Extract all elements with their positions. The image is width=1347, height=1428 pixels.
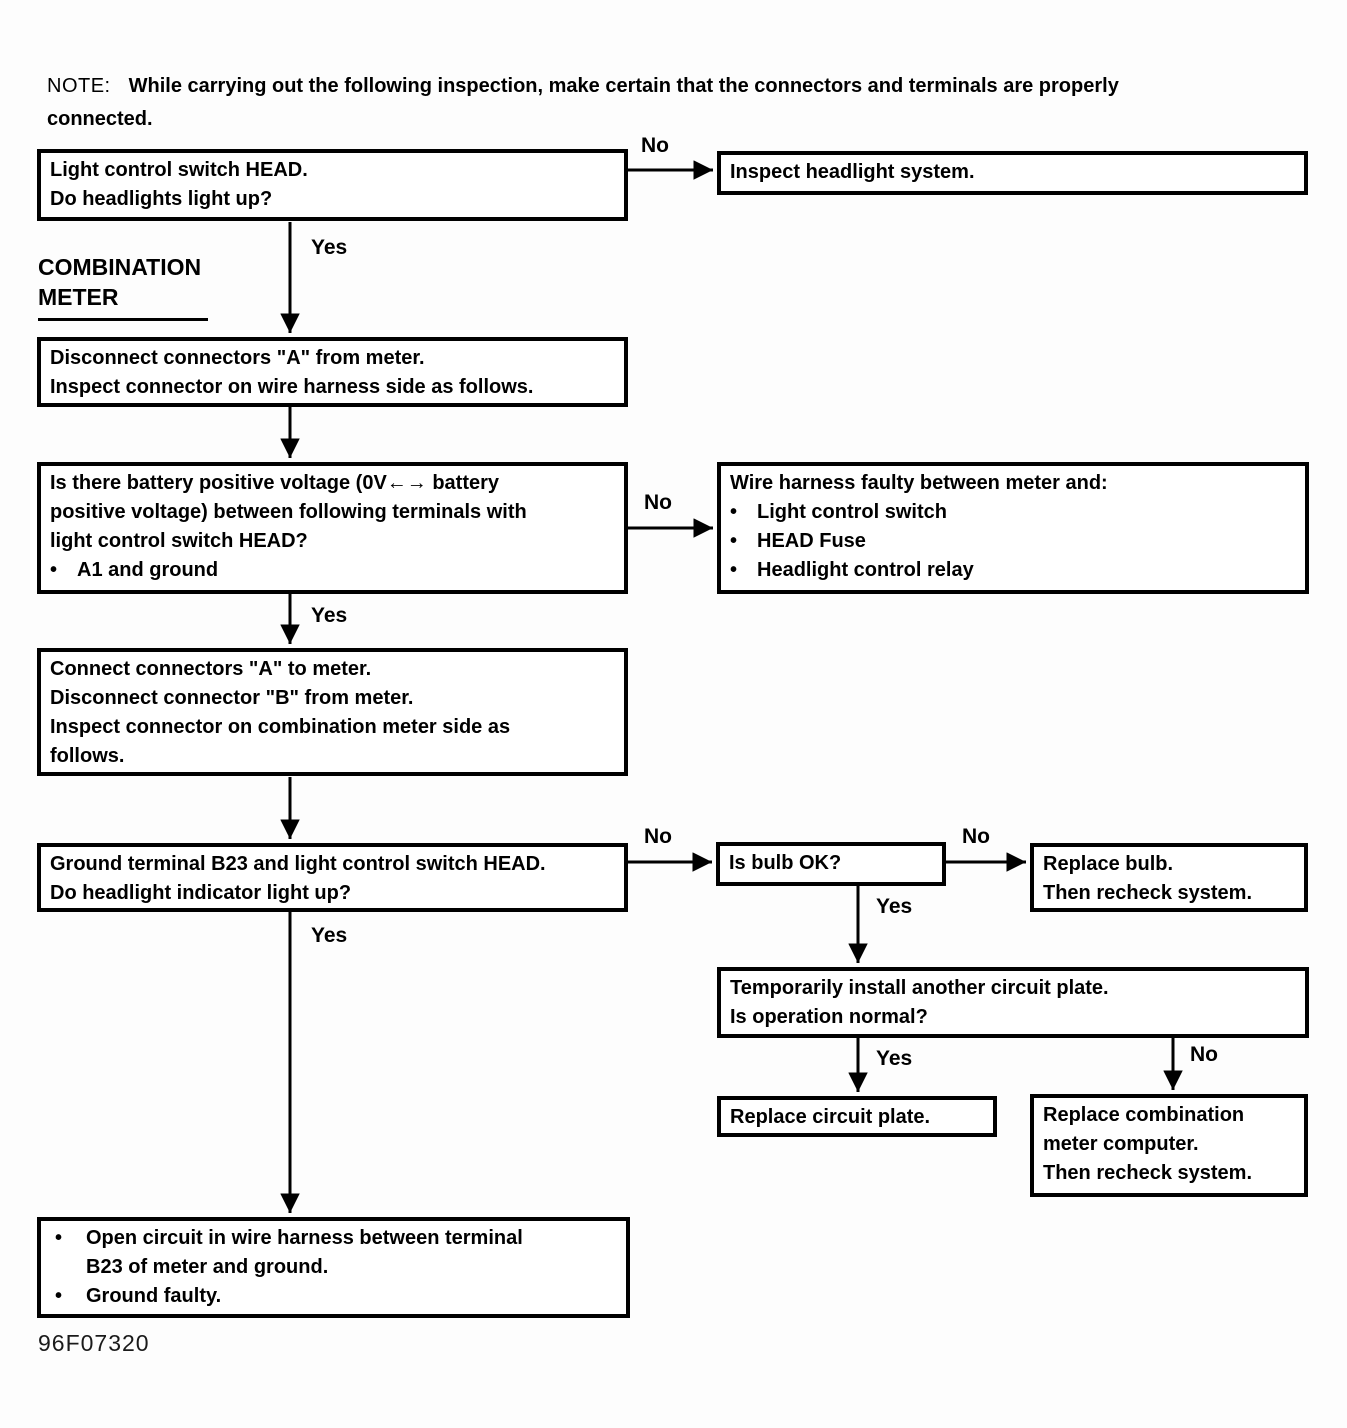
edge-label-yes: Yes — [311, 236, 348, 259]
flow-text: Light control switch HEAD. — [50, 159, 308, 181]
section-label-combination-meter: COMBINATION METER — [38, 252, 208, 321]
edge-label-yes: Yes — [876, 895, 913, 918]
flow-text: Is operation normal? — [730, 1006, 928, 1028]
flow-text: Ground terminal B23 and light control sw… — [50, 853, 546, 875]
flow-text: Temporarily install another circuit plat… — [730, 977, 1109, 999]
flow-text: Wire harness faulty between meter and: — [730, 472, 1108, 494]
node-replace-combination-meter-computer: Replace combination meter computer. Then… — [1030, 1094, 1308, 1197]
bullet-row: • Open circuit in wire harness between te… — [55, 1224, 617, 1253]
flow-text: positive voltage) between following term… — [50, 501, 527, 523]
bullet-row: • A1 and ground — [50, 556, 615, 585]
flow-text: Open circuit in wire harness between ter… — [86, 1227, 523, 1249]
edge-label-no: No — [644, 825, 672, 848]
node-wire-harness-faulty: Wire harness faulty between meter and: •… — [717, 462, 1309, 594]
node-disconnect-connectors-a: Disconnect connectors "A" from meter. In… — [37, 337, 628, 407]
flow-text: Then recheck system. — [1043, 1162, 1252, 1184]
edge-label-no: No — [641, 134, 669, 157]
flow-text: Replace bulb. — [1043, 853, 1174, 875]
note-text-1: While carrying out the following inspect… — [128, 75, 1119, 97]
flow-text: Disconnect connectors "A" from meter. — [50, 347, 425, 369]
flow-text: follows. — [50, 745, 125, 767]
flow-text: Headlight control relay — [757, 559, 974, 581]
bullet-row: • Ground faulty. — [55, 1282, 617, 1311]
flow-text: Replace circuit plate. — [730, 1106, 931, 1128]
edge-label-no: No — [962, 825, 990, 848]
node-replace-bulb: Replace bulb. Then recheck system. — [1030, 843, 1308, 912]
flow-text: Do headlights light up? — [50, 188, 273, 210]
section-label-line-2: METER — [38, 284, 119, 310]
edge-label-no: No — [1190, 1043, 1218, 1066]
flow-text: Light control switch — [757, 501, 947, 523]
node-is-bulb-ok: Is bulb OK? — [716, 842, 946, 886]
node-temporarily-install-circuit-plate: Temporarily install another circuit plat… — [717, 967, 1309, 1038]
flow-text: Then recheck system. — [1043, 882, 1252, 904]
node-ground-terminal-b23: Ground terminal B23 and light control sw… — [37, 843, 628, 912]
flow-text: B23 of meter and ground. — [86, 1256, 329, 1278]
node-light-control-switch-head: Light control switch HEAD. Do headlights… — [37, 149, 628, 221]
flow-text: Replace combination — [1043, 1104, 1245, 1126]
bullet-icon: • — [55, 1227, 63, 1249]
edge-label-yes: Yes — [311, 604, 348, 627]
flow-text: Ground faulty. — [86, 1285, 222, 1307]
flow-text: Disconnect connector "B" from meter. — [50, 687, 414, 709]
note-label: NOTE: — [47, 75, 111, 97]
bullet-icon: • — [730, 559, 738, 581]
flow-text: HEAD Fuse — [757, 530, 866, 552]
flow-text: light control switch HEAD? — [50, 530, 308, 552]
bullet-row: • Headlight control relay — [730, 556, 1296, 585]
edge-label-yes: Yes — [876, 1047, 913, 1070]
bullet-icon: • — [50, 559, 58, 581]
note-line-1: NOTE: While carrying out the following in… — [47, 70, 1119, 103]
node-open-circuit-conclusion: • Open circuit in wire harness between te… — [37, 1217, 630, 1318]
bullet-icon: • — [730, 530, 738, 552]
bullet-row: • Light control switch — [730, 498, 1296, 527]
node-connect-a-disconnect-b: Connect connectors "A" to meter. Disconn… — [37, 648, 628, 776]
note-text-2: connected. — [47, 108, 153, 130]
flow-text: A1 and ground — [77, 559, 219, 581]
node-replace-circuit-plate: Replace circuit plate. — [717, 1096, 997, 1137]
figure-id: 96F07320 — [38, 1330, 150, 1356]
flow-text: meter computer. — [1043, 1133, 1199, 1155]
flow-text: Inspect headlight system. — [730, 161, 975, 183]
bullet-icon: • — [55, 1285, 63, 1307]
edge-label-yes: Yes — [311, 924, 348, 947]
flow-text: Inspect connector on wire harness side a… — [50, 376, 534, 398]
bullet-icon: • — [730, 501, 738, 523]
flow-text: Do headlight indicator light up? — [50, 882, 352, 904]
node-inspect-headlight-system: Inspect headlight system. — [717, 151, 1308, 195]
flow-text: Is there battery positive voltage (0V←→ … — [50, 472, 500, 494]
edge-label-no: No — [644, 491, 672, 514]
flow-text: Inspect connector on combination meter s… — [50, 716, 511, 738]
section-label-line-1: COMBINATION — [38, 254, 202, 280]
flow-text: Connect connectors "A" to meter. — [50, 658, 372, 680]
flow-text: Is bulb OK? — [729, 852, 842, 874]
note: NOTE: While carrying out the following in… — [47, 70, 1119, 136]
bullet-row: • HEAD Fuse — [730, 527, 1296, 556]
node-battery-voltage-check: Is there battery positive voltage (0V←→ … — [37, 462, 628, 594]
